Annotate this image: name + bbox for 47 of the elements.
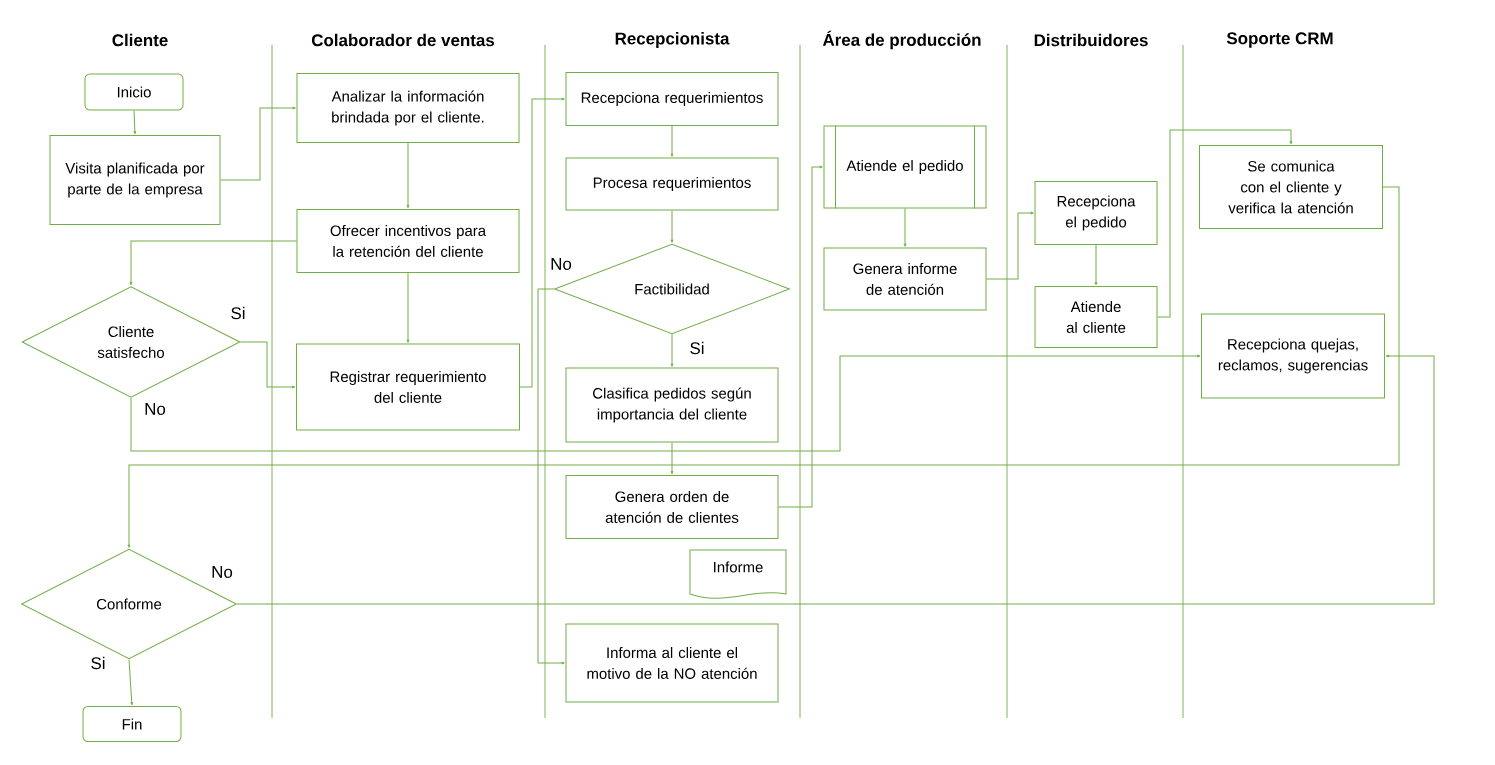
process-box: Recepciona requerimientos <box>565 72 779 126</box>
arrow <box>236 354 1435 605</box>
process-box: Genera informe de atención <box>823 247 987 311</box>
edge-label: No <box>143 402 167 416</box>
process-box: Visita planificada por parte de la empresa <box>49 135 221 225</box>
arrow <box>127 186 1400 548</box>
terminal-box: Inicio <box>84 73 184 111</box>
arrow <box>903 208 907 247</box>
arrow <box>670 210 674 243</box>
process-box: Registrar requerimiento del cliente <box>296 343 520 431</box>
subprocess-box: Atiende el pedido <box>823 125 987 209</box>
edge-label: No <box>210 565 234 579</box>
lane-header: Cliente <box>110 32 170 48</box>
arrow <box>537 288 565 665</box>
arrow <box>406 272 410 343</box>
arrow <box>670 442 674 475</box>
process-box: Analizar la información brindada por el cliente. <box>296 73 520 143</box>
arrow <box>1157 129 1293 318</box>
arrow <box>986 211 1034 280</box>
lane-header: Área de producción <box>821 29 983 51</box>
process-box: Procesa requerimientos <box>565 157 779 211</box>
process-box: Clasifica pedidos según importancia del cliente <box>565 367 779 443</box>
arrow <box>128 659 134 706</box>
process-box: Informa al cliente el motivo de la NO atención <box>565 623 779 703</box>
terminal-box: Fin <box>82 706 182 742</box>
process-box: Genera orden de atención de clientes <box>565 475 779 539</box>
arrow <box>130 354 1201 452</box>
process-box: Recepciona el pedido <box>1034 181 1158 245</box>
process-box: Atiende al cliente <box>1034 286 1158 348</box>
lane-header: Soporte CRM <box>1225 31 1335 49</box>
arrow <box>133 110 137 135</box>
arrow <box>670 334 674 367</box>
lane-header: Recepcionista <box>613 31 731 49</box>
arrow <box>670 125 674 157</box>
process-box: Recepciona quejas, reclamos, sugerencias <box>1201 313 1385 399</box>
edge-label: Si <box>688 340 706 356</box>
arrow <box>519 97 565 388</box>
lane-header: Distribuidores <box>1032 32 1150 48</box>
process-box: Se comunica con el cliente y verifica la atención <box>1199 145 1383 229</box>
arrow <box>240 341 296 389</box>
lane-header: Colaborador de ventas <box>310 32 496 48</box>
arrow <box>129 240 297 286</box>
arrow <box>778 165 823 508</box>
arrow <box>220 106 296 181</box>
arrow <box>406 142 410 209</box>
arrow <box>1094 244 1098 286</box>
process-box: Ofrecer incentivos para la retención del cliente <box>296 209 520 273</box>
